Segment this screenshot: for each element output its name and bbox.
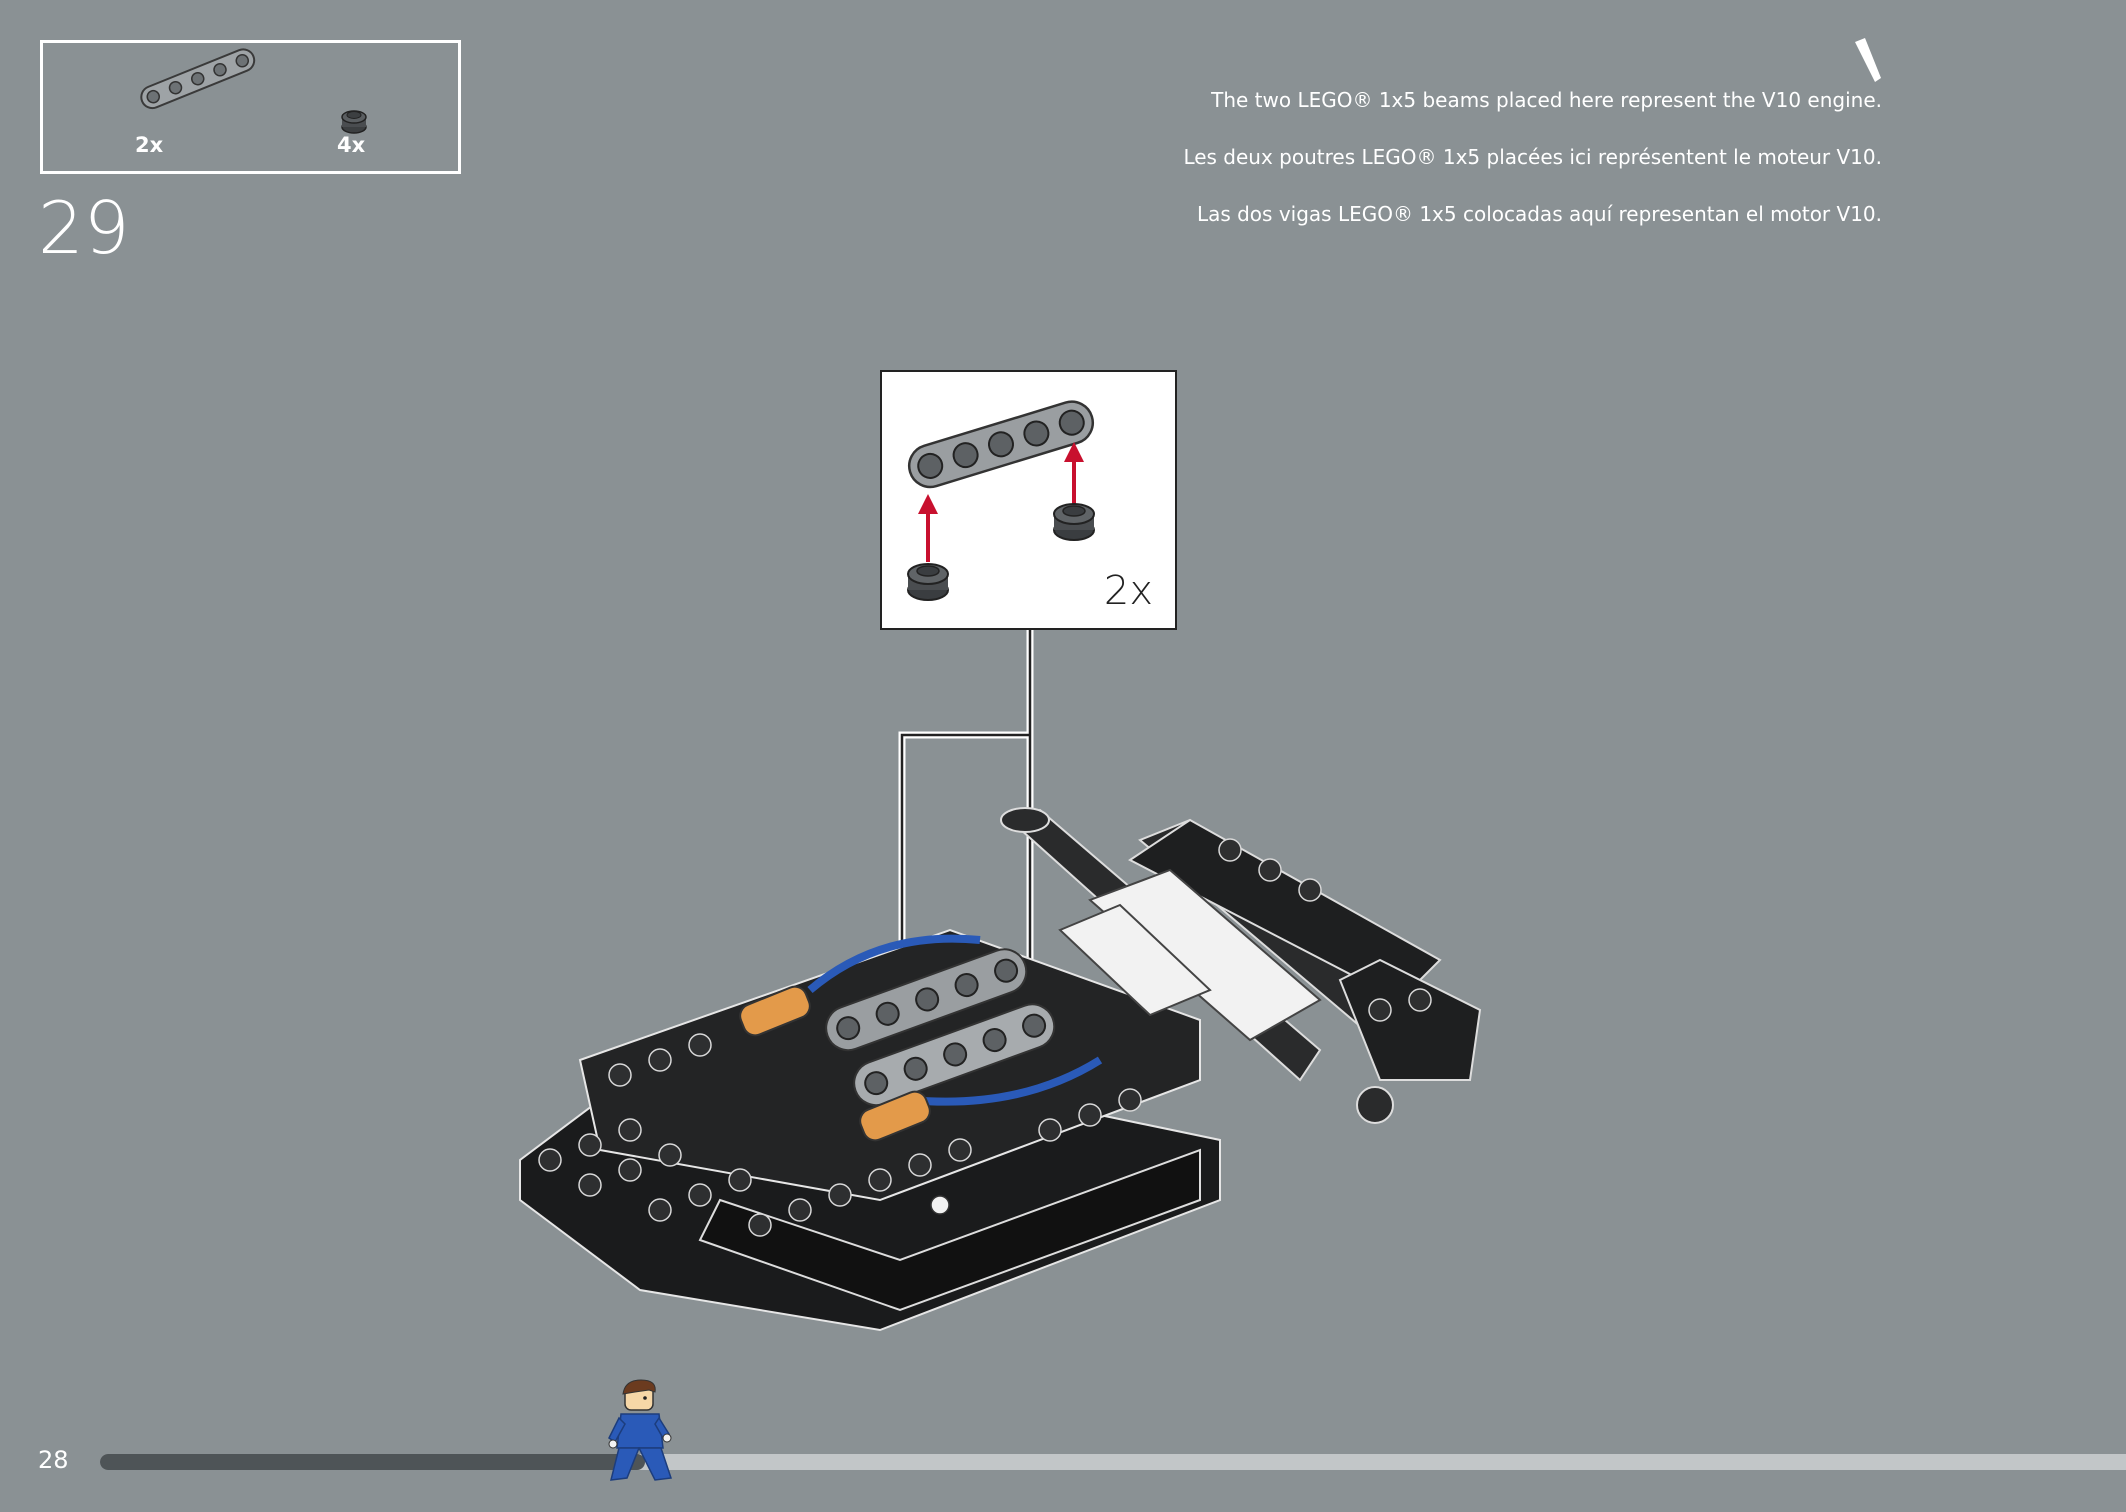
callout-qty: 2x: [1103, 568, 1153, 614]
up-arrow-icon: [1064, 442, 1084, 510]
part-qty-plate: 4x: [337, 133, 366, 157]
minifigure-runner-icon: [608, 1379, 673, 1481]
round-plate-1x1-icon: [341, 110, 367, 134]
step-number: 29: [38, 186, 130, 270]
description-en: The two LEGO® 1x5 beams placed here repr…: [1211, 88, 1882, 112]
round-plate-1x1-icon: [907, 563, 949, 601]
technic-beam-1x5-icon: [140, 48, 256, 110]
description-fr: Les deux poutres LEGO® 1x5 placées ici r…: [1183, 145, 1882, 169]
up-arrow-icon: [918, 494, 938, 562]
parts-list-illustration: [140, 48, 367, 134]
technic-beam-1x5-icon: [907, 400, 1095, 489]
description-es: Las dos vigas LEGO® 1x5 colocadas aquí r…: [1196, 202, 1882, 226]
parts-list-box: 2x 4x: [40, 40, 461, 174]
progress-bar: [100, 1454, 2126, 1470]
sub-assembly-callout: 2x: [880, 370, 1177, 630]
page-number: 28: [38, 1446, 69, 1474]
part-qty-beam: 2x: [135, 133, 164, 157]
brand-mark-icon: [1855, 38, 1881, 82]
car-chassis: [519, 807, 1482, 1332]
round-plate-1x1-icon: [1053, 503, 1095, 541]
progress-fill: [100, 1454, 645, 1470]
sub-assembly-illustration: [907, 400, 1095, 601]
